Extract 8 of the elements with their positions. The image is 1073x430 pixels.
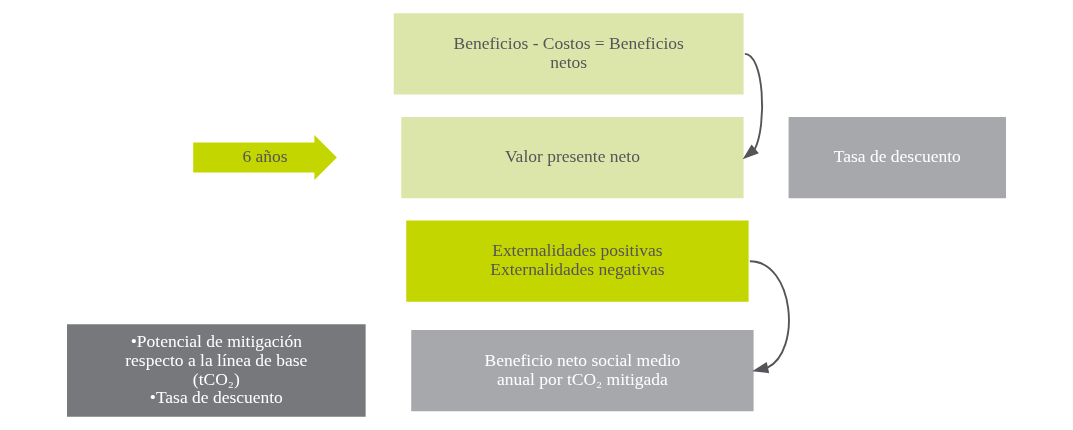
arrow	[742, 52, 764, 160]
node-box: Beneficio neto social medio anual por tCO₂ mitigada	[411, 329, 754, 412]
node-box: Valor presente neto	[401, 116, 744, 199]
node-box: Beneficios - Costos = Beneficios netos	[393, 13, 744, 95]
node-box: •Potencial de mitigación respecto a la línea de base (tCO₂) •Tasa de descuento	[67, 324, 366, 417]
node-box: Externalidades positivas Externalidades negativas	[406, 220, 749, 302]
node-box: Tasa de descuento	[788, 116, 1006, 199]
arrow	[748, 260, 790, 374]
